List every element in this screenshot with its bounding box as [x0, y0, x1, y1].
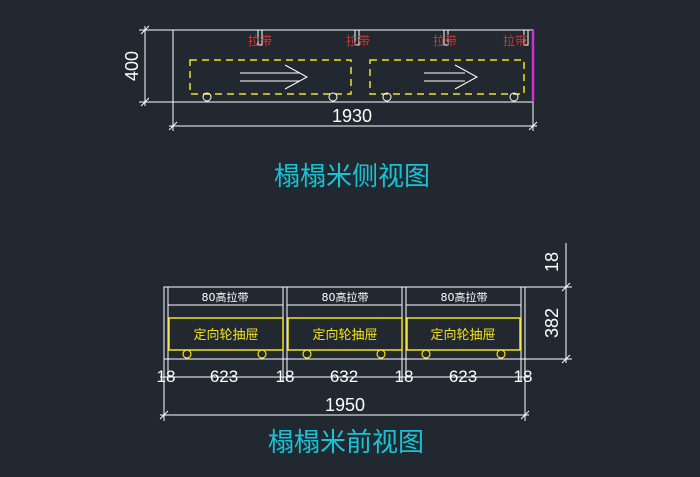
strap-label-3: 拉带 — [433, 33, 457, 48]
front-top-panel-value: 18 — [542, 252, 562, 272]
front-strap-label-2: 80高拉带 — [322, 290, 369, 304]
front-seg-4: 632 — [330, 367, 358, 386]
side-drawer-dashed-left — [189, 59, 352, 95]
front-drawer-1 — [168, 317, 284, 351]
front-total-width-value: 1950 — [325, 395, 365, 415]
side-view-title: 榻榻米侧视图 — [274, 162, 430, 192]
front-drawer-label-1: 定向轮抽屉 — [193, 327, 258, 343]
front-seg-1: 18 — [157, 367, 176, 386]
front-drawer-3 — [406, 317, 521, 351]
strap-label-2: 拉带 — [346, 33, 370, 48]
front-height-value: 382 — [542, 308, 562, 338]
front-right-dimension — [525, 243, 572, 364]
strap-label-4: 拉带 — [503, 33, 527, 48]
side-view: 拉带 拉带 拉带 拉带 — [122, 25, 538, 192]
front-strap-label-1: 80高拉带 — [202, 290, 249, 304]
front-view-title: 榻榻米前视图 — [268, 428, 424, 458]
front-seg-2: 623 — [210, 367, 238, 386]
front-seg-7: 18 — [514, 367, 533, 386]
side-wheels — [202, 92, 519, 102]
front-drawer-label-2: 定向轮抽屉 — [312, 327, 377, 343]
direction-arrow-right — [424, 64, 479, 90]
front-seg-5: 18 — [395, 367, 414, 386]
front-view: 80高拉带 80高拉带 80高拉带 定向轮抽屉 定向轮抽屉 定向轮抽屉 18 3… — [157, 243, 572, 458]
front-drawer-2 — [287, 317, 403, 351]
side-height-dimension — [139, 25, 173, 107]
front-view-outline — [163, 286, 526, 360]
strap-slots — [257, 30, 529, 46]
front-bottom-dimension — [159, 359, 530, 421]
side-drawer-dashed-right — [369, 59, 525, 95]
front-seg-3: 18 — [276, 367, 295, 386]
direction-arrow-left — [240, 64, 309, 90]
front-seg-6: 623 — [449, 367, 477, 386]
strap-label-1: 拉带 — [248, 33, 272, 48]
side-width-value: 1930 — [332, 106, 372, 126]
front-wheels — [182, 349, 506, 359]
front-strap-label-3: 80高拉带 — [441, 290, 488, 304]
side-width-dimension — [168, 102, 538, 131]
side-height-value: 400 — [122, 51, 142, 81]
front-drawer-label-3: 定向轮抽屉 — [430, 327, 495, 343]
